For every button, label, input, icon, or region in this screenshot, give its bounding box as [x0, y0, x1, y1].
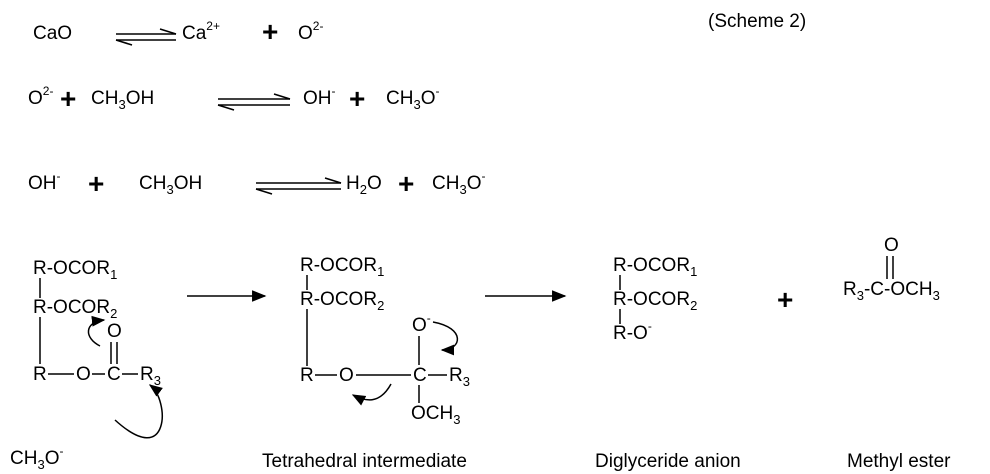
dg-row3: R-O-: [613, 319, 652, 344]
r2-plus2: +: [349, 83, 366, 114]
ti-caption: Tetrahedral intermediate: [262, 451, 467, 472]
r3-plus2: +: [398, 168, 415, 199]
r1-reactant: CaO: [33, 23, 73, 44]
eq-arrow-1: [115, 28, 177, 46]
ti-anion-o: O-: [412, 311, 431, 336]
r2-product1: OH-: [303, 84, 336, 109]
r2-product2: CH3O-: [386, 84, 440, 112]
r3-reactant1: OH-: [28, 169, 61, 194]
tetrahedral-bonds: [306, 275, 459, 406]
dg-row2: R-OCOR2: [613, 289, 698, 313]
r2-reactant2: CH3OH: [91, 88, 155, 112]
tg-row3-c: C: [107, 364, 121, 385]
r3-reactant2: CH3OH: [139, 173, 203, 197]
r1-product-ion: Ca2+: [182, 19, 220, 44]
triglyceride-bonds: [39, 278, 163, 439]
r2-reactant1: O2-: [28, 84, 54, 109]
r3-product2: CH3O-: [432, 169, 486, 197]
ester-caption: Methyl ester: [847, 451, 951, 472]
ti-methoxy: OCH3: [411, 403, 461, 427]
r3-product1: H2O: [346, 173, 382, 197]
r1-plus: +: [262, 16, 279, 47]
dg-row1: R-OCOR1: [613, 255, 698, 279]
eq-arrow-2: [217, 93, 291, 111]
r3-plus: +: [88, 168, 105, 199]
tg-row2: R-OCOR2: [33, 297, 118, 321]
ti-row3-r: R: [300, 365, 314, 386]
ti-row2: R-OCOR2: [300, 289, 385, 313]
tg-row3-r: R: [33, 364, 47, 385]
ti-row3-c: C: [413, 365, 427, 386]
scheme-label: (Scheme 2): [708, 11, 807, 32]
r1-product2: O2-: [298, 19, 324, 44]
methoxide: CH3O-: [10, 444, 64, 472]
tg-row1: R-OCOR1: [33, 258, 118, 282]
dg-caption: Diglyceride anion: [595, 451, 741, 472]
mech-plus: +: [777, 284, 794, 315]
ester-bonds: [886, 256, 894, 279]
r2-plus: +: [60, 83, 77, 114]
tg-carbonyl-o: O: [107, 321, 122, 342]
tg-row3-r3: R3: [140, 364, 161, 388]
ester-o: O: [884, 235, 899, 256]
ti-row3-r3: R3: [449, 365, 470, 389]
ti-row3-o: O: [339, 365, 354, 386]
ti-row1: R-OCOR1: [300, 255, 385, 279]
tg-row3-o: O: [76, 364, 91, 385]
ester-formula: R3-C-OCH3: [843, 279, 940, 303]
eq-arrow-3: [255, 177, 342, 195]
